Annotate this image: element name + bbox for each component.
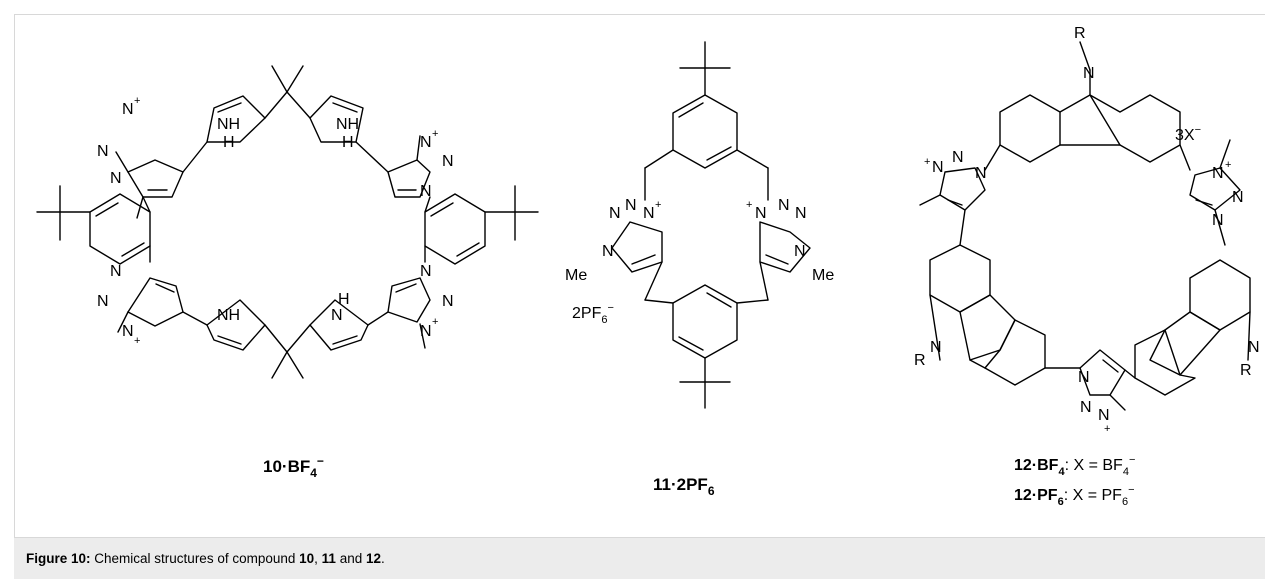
counterion-12: 3X− xyxy=(1175,124,1201,144)
atom-label: N xyxy=(795,205,807,222)
atom-label: N xyxy=(331,307,343,324)
methyl-label: Me xyxy=(812,267,834,284)
atom-label: N xyxy=(420,263,432,280)
atom-label: N xyxy=(952,149,964,166)
charge-label: + xyxy=(432,128,438,140)
compound-12-label-pf6: 12·PF6: X = PF6− xyxy=(1014,484,1135,508)
atom-label: N xyxy=(1083,65,1095,82)
caption-period: . xyxy=(381,551,385,566)
atom-label: N xyxy=(442,153,454,170)
charge-label: + xyxy=(655,199,661,211)
charge-label: + xyxy=(432,316,438,328)
caption-compound-ref: 10 xyxy=(299,551,315,566)
atom-label: N xyxy=(1078,369,1090,386)
atom-label: N xyxy=(602,243,614,260)
atom-label: N xyxy=(1098,407,1110,424)
compound-12-label-bf4: 12·BF4: X = BF4− xyxy=(1014,454,1135,478)
atom-label: N xyxy=(1248,339,1260,356)
caption-separator: and xyxy=(335,551,366,566)
atom-label: N xyxy=(110,170,122,187)
atom-label: N xyxy=(1080,399,1092,416)
figure-caption: Figure 10: Chemical structures of compou… xyxy=(26,551,385,566)
charge-label: + xyxy=(746,199,752,211)
atom-label: N xyxy=(122,323,134,340)
atom-label: N xyxy=(930,339,942,356)
atom-label: N xyxy=(1212,212,1224,229)
methyl-label: Me xyxy=(565,267,587,284)
atom-label: N xyxy=(932,159,944,176)
charge-label: + xyxy=(924,156,930,168)
compound-11-label: 11·2PF6 xyxy=(653,475,715,498)
atom-label: N xyxy=(420,323,432,340)
atom-label: N xyxy=(97,143,109,160)
compound-12-atom-labels: R N 3X− + N N N N + N N R N N R N N N + xyxy=(914,25,1260,435)
atom-label: N xyxy=(122,101,134,118)
charge-label: + xyxy=(134,335,140,347)
compound-12-structure xyxy=(919,41,1251,411)
atom-label: N xyxy=(420,183,432,200)
figure-frame xyxy=(14,14,1265,579)
compound-11-counterion: 2PF6− xyxy=(572,302,614,326)
atom-label: N xyxy=(778,197,790,214)
atom-label: H xyxy=(338,291,350,308)
atom-label: N xyxy=(1212,165,1224,182)
r-label: R xyxy=(1240,362,1252,379)
caption-figure-number: Figure 10: xyxy=(26,551,91,566)
atom-label: N xyxy=(1232,189,1244,206)
atom-label: N xyxy=(97,293,109,310)
charge-label: + xyxy=(1104,423,1110,435)
caption-compound-ref: 12 xyxy=(365,551,382,566)
compound-11-atom-labels: N N N + N Me + N N N N Me xyxy=(565,197,834,284)
caption-text-pre: Chemical structures of compound xyxy=(94,551,300,566)
charge-label: + xyxy=(134,95,140,107)
atom-label: NH xyxy=(336,116,359,133)
atom-label: NH xyxy=(217,307,240,324)
atom-label: N xyxy=(110,263,122,280)
compound-10-label: 10·BF4− xyxy=(263,454,324,480)
compound-10-atom-labels: N + N N NH H NH H N + N N N N N + NH H N… xyxy=(97,95,454,347)
atom-label: N xyxy=(643,205,655,222)
atom-label: H xyxy=(342,134,354,151)
r-label: R xyxy=(914,352,926,369)
atom-label: N xyxy=(755,205,767,222)
atom-label: N xyxy=(442,293,454,310)
compound-10-structure xyxy=(36,65,539,379)
compound-11-structure xyxy=(611,41,811,409)
charge-label: + xyxy=(1225,159,1231,171)
atom-label: N xyxy=(625,197,637,214)
figure-caption-bar: Figure 10: Chemical structures of compou… xyxy=(14,537,1265,579)
atom-label: NH xyxy=(217,116,240,133)
atom-label: N xyxy=(609,205,621,222)
r-label: R xyxy=(1074,25,1086,42)
atom-label: N xyxy=(794,243,806,260)
atom-label: N xyxy=(420,134,432,151)
caption-compound-ref: 11 xyxy=(321,551,336,566)
atom-label: H xyxy=(223,134,235,151)
caption-separator: , xyxy=(314,551,322,566)
atom-label: N xyxy=(975,165,987,182)
